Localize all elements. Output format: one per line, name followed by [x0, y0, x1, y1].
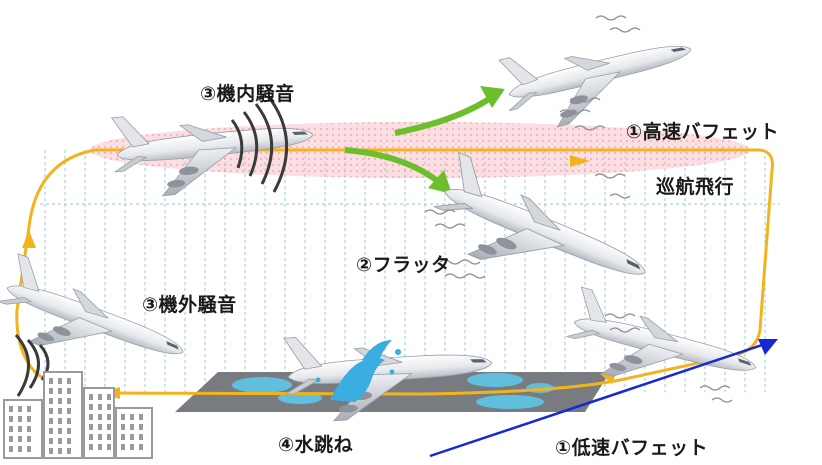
building-window — [49, 428, 53, 434]
building-window — [18, 436, 22, 442]
building-window — [67, 418, 71, 424]
water-puddles — [232, 373, 554, 409]
building-window — [58, 388, 62, 394]
building-window — [49, 398, 53, 404]
label-exterior-noise: ③機外騒音 — [142, 294, 237, 316]
building-window — [9, 426, 13, 432]
building-window — [58, 378, 62, 384]
building-window — [139, 414, 143, 420]
water-splash-icon — [315, 340, 401, 402]
building-window — [27, 436, 31, 442]
building-window — [49, 418, 53, 424]
building-window — [67, 448, 71, 454]
building-window — [58, 398, 62, 404]
building-window — [58, 418, 62, 424]
building-window — [89, 434, 93, 440]
building-window — [121, 444, 125, 450]
label-water-splash: ④水跳ね — [278, 434, 354, 456]
vibration-wave-icon — [424, 15, 733, 403]
building-window — [67, 398, 71, 404]
building-window — [121, 414, 125, 420]
building-window — [18, 406, 22, 412]
sound-wave-icon — [230, 95, 289, 193]
building-window — [98, 434, 102, 440]
turbulence-arrow-down-head — [428, 170, 452, 194]
building-window — [107, 414, 111, 420]
building-window — [89, 414, 93, 420]
building-window — [49, 438, 53, 444]
building-window — [107, 434, 111, 440]
building-window — [67, 408, 71, 414]
label-cruise: 巡航飛行 — [656, 176, 735, 198]
label-cabin-noise: ③機内騒音 — [200, 83, 295, 105]
building-window — [67, 438, 71, 444]
turbulence-arrow-down — [344, 147, 442, 186]
building-window — [107, 424, 111, 430]
building-window — [130, 414, 134, 420]
building-window — [121, 424, 125, 430]
building-window — [98, 424, 102, 430]
building-window — [139, 424, 143, 430]
building-icon — [3, 371, 153, 459]
building-window — [107, 404, 111, 410]
building-window — [49, 378, 53, 384]
building-window — [18, 416, 22, 422]
building-window — [49, 408, 53, 414]
building-window — [67, 428, 71, 434]
building-windows — [9, 378, 143, 454]
building-window — [27, 406, 31, 412]
building-window — [67, 378, 71, 384]
building-window — [89, 404, 93, 410]
flight-path — [15, 148, 774, 396]
building-window — [9, 416, 13, 422]
building-window — [49, 448, 53, 454]
building-window — [27, 446, 31, 452]
building-window — [130, 434, 134, 440]
building-window — [18, 446, 22, 452]
building-window — [121, 434, 125, 440]
low-speed-buffet-pointer — [429, 342, 766, 458]
building-window — [89, 444, 93, 450]
turbulence-arrow-up — [394, 92, 497, 136]
building-window — [89, 424, 93, 430]
building-window — [27, 426, 31, 432]
label-flutter: ②フラッタ — [356, 254, 451, 276]
building-window — [107, 394, 111, 400]
flight-path-arrows — [22, 155, 618, 399]
building-window — [98, 394, 102, 400]
building-window — [98, 414, 102, 420]
building-window — [9, 446, 13, 452]
pointer-arrowhead — [758, 339, 778, 355]
building-window — [98, 404, 102, 410]
building-window — [58, 448, 62, 454]
building-window — [130, 424, 134, 430]
building-window — [89, 394, 93, 400]
building-window — [49, 388, 53, 394]
building-window — [67, 388, 71, 394]
building-window — [107, 444, 111, 450]
label-low-speed-buffet: ①低速バフェット — [555, 437, 709, 459]
building-window — [18, 426, 22, 432]
building-window — [9, 406, 13, 412]
building-window — [58, 428, 62, 434]
building-window — [139, 444, 143, 450]
building-window — [58, 408, 62, 414]
building-window — [98, 444, 102, 450]
building-window — [130, 444, 134, 450]
turbulence-arrow-up-head — [480, 86, 505, 108]
building-window — [27, 416, 31, 422]
building-window — [58, 438, 62, 444]
building-window — [139, 434, 143, 440]
label-high-speed-buffet: ①高速バフェット — [626, 121, 780, 143]
building-window — [9, 436, 13, 442]
